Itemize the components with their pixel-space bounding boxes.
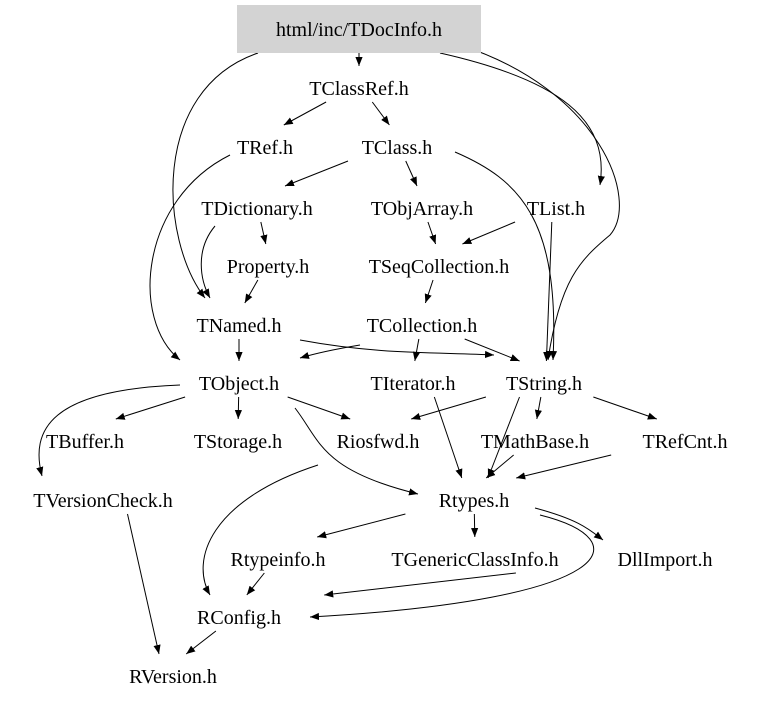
edge-TDictionary-to-TNamed bbox=[200, 225, 216, 299]
node-TRef[interactable]: TRef.h bbox=[237, 137, 293, 159]
edge-TClass-to-TString bbox=[454, 151, 558, 361]
edge-Property-to-TNamed bbox=[244, 279, 259, 304]
edge-TSeqCollection-to-TCollection bbox=[424, 279, 434, 304]
edge-TCollection-to-TIterator bbox=[412, 338, 420, 362]
node-TDocInfo[interactable]: html/inc/TDocInfo.h bbox=[276, 19, 442, 41]
edge-TIterator-to-Rtypes bbox=[433, 396, 463, 479]
node-DllImport[interactable]: DllImport.h bbox=[618, 549, 713, 571]
edge-TNamed-to-TString bbox=[299, 339, 495, 359]
edge-TVersionCheck-to-RVersion bbox=[127, 513, 161, 655]
node-TGenericClassInfo[interactable]: TGenericClassInfo.h bbox=[391, 549, 558, 571]
edge-TString-to-Rtypes bbox=[487, 396, 520, 479]
edge-TDictionary-to-Property bbox=[260, 221, 268, 245]
node-TRefCnt[interactable]: TRefCnt.h bbox=[643, 431, 728, 453]
edge-DllImport-to-RConfig bbox=[324, 572, 516, 598]
node-TNamed[interactable]: TNamed.h bbox=[197, 315, 282, 337]
node-TClassRef[interactable]: TClassRef.h bbox=[309, 78, 408, 100]
node-Rtypeinfo[interactable]: Rtypeinfo.h bbox=[231, 549, 326, 571]
edge-TString-to-TMathBase bbox=[534, 396, 542, 420]
node-TBuffer[interactable]: TBuffer.h bbox=[46, 431, 124, 453]
edge-TRefCnt-to-Rtypes bbox=[516, 454, 612, 480]
node-Riosfwd[interactable]: Riosfwd.h bbox=[337, 431, 420, 453]
node-TObject[interactable]: TObject.h bbox=[199, 373, 279, 395]
node-TObjArray[interactable]: TObjArray.h bbox=[371, 198, 473, 220]
node-TSeqCollection[interactable]: TSeqCollection.h bbox=[369, 256, 510, 278]
node-TMathBase[interactable]: TMathBase.h bbox=[481, 431, 589, 453]
edge-TObject-to-TBuffer bbox=[115, 396, 186, 420]
edge-TCollection-to-TString bbox=[464, 338, 520, 362]
edge-TObject-to-TVersionCheck bbox=[36, 384, 181, 477]
root-node-box bbox=[237, 5, 481, 53]
edge-TList-to-TSeqCollection bbox=[462, 221, 516, 245]
node-TDictionary[interactable]: TDictionary.h bbox=[201, 198, 312, 220]
node-TCollection[interactable]: TCollection.h bbox=[367, 315, 478, 337]
edge-Rtypes-to-RConfig bbox=[309, 514, 595, 621]
node-TString[interactable]: TString.h bbox=[506, 373, 582, 395]
edge-Rtypes-to-Rtypeinfo bbox=[317, 513, 406, 539]
edge-TClass-to-TDictionary bbox=[284, 160, 349, 187]
node-TStorage[interactable]: TStorage.h bbox=[194, 431, 282, 453]
edge-TObject-to-Rtypes bbox=[294, 407, 419, 496]
edge-TObject-to-Riosfwd bbox=[287, 396, 351, 420]
edge-TClass-to-TObjArray bbox=[405, 160, 418, 187]
edge-TClassRef-to-TRef bbox=[283, 101, 327, 126]
node-TVersionCheck[interactable]: TVersionCheck.h bbox=[33, 490, 172, 512]
edge-TDocInfo-to-TList bbox=[439, 52, 605, 186]
node-TClass[interactable]: TClass.h bbox=[362, 137, 433, 159]
node-TIterator[interactable]: TIterator.h bbox=[371, 373, 456, 395]
node-TList[interactable]: TList.h bbox=[527, 198, 585, 220]
edge-Rtypeinfo-to-RConfig bbox=[246, 572, 265, 596]
edge-TString-to-TRefCnt bbox=[593, 396, 657, 420]
edge-TList-to-TString bbox=[543, 221, 553, 362]
node-RConfig[interactable]: RConfig.h bbox=[197, 607, 281, 629]
edge-TDocInfo-to-TString bbox=[459, 44, 620, 361]
edge-Riosfwd-to-RConfig bbox=[202, 464, 319, 596]
edge-TCollection-to-TObject bbox=[299, 344, 361, 359]
edge-Rtypes-to-DllImport bbox=[534, 507, 604, 541]
edge-TClassRef-to-TClass bbox=[371, 101, 390, 126]
node-Property[interactable]: Property.h bbox=[227, 256, 310, 278]
edge-TString-to-Riosfwd bbox=[411, 396, 487, 420]
node-Rtypes[interactable]: Rtypes.h bbox=[439, 490, 510, 512]
edge-TRef-to-TObject bbox=[149, 154, 231, 361]
edge-RConfig-to-RVersion bbox=[185, 630, 217, 655]
node-RVersion[interactable]: RVersion.h bbox=[129, 666, 217, 688]
edge-TObjArray-to-TSeqCollection bbox=[427, 221, 437, 245]
edge-TMathBase-to-Rtypes bbox=[485, 454, 514, 479]
edge-TDocInfo-to-TNamed bbox=[172, 52, 259, 299]
